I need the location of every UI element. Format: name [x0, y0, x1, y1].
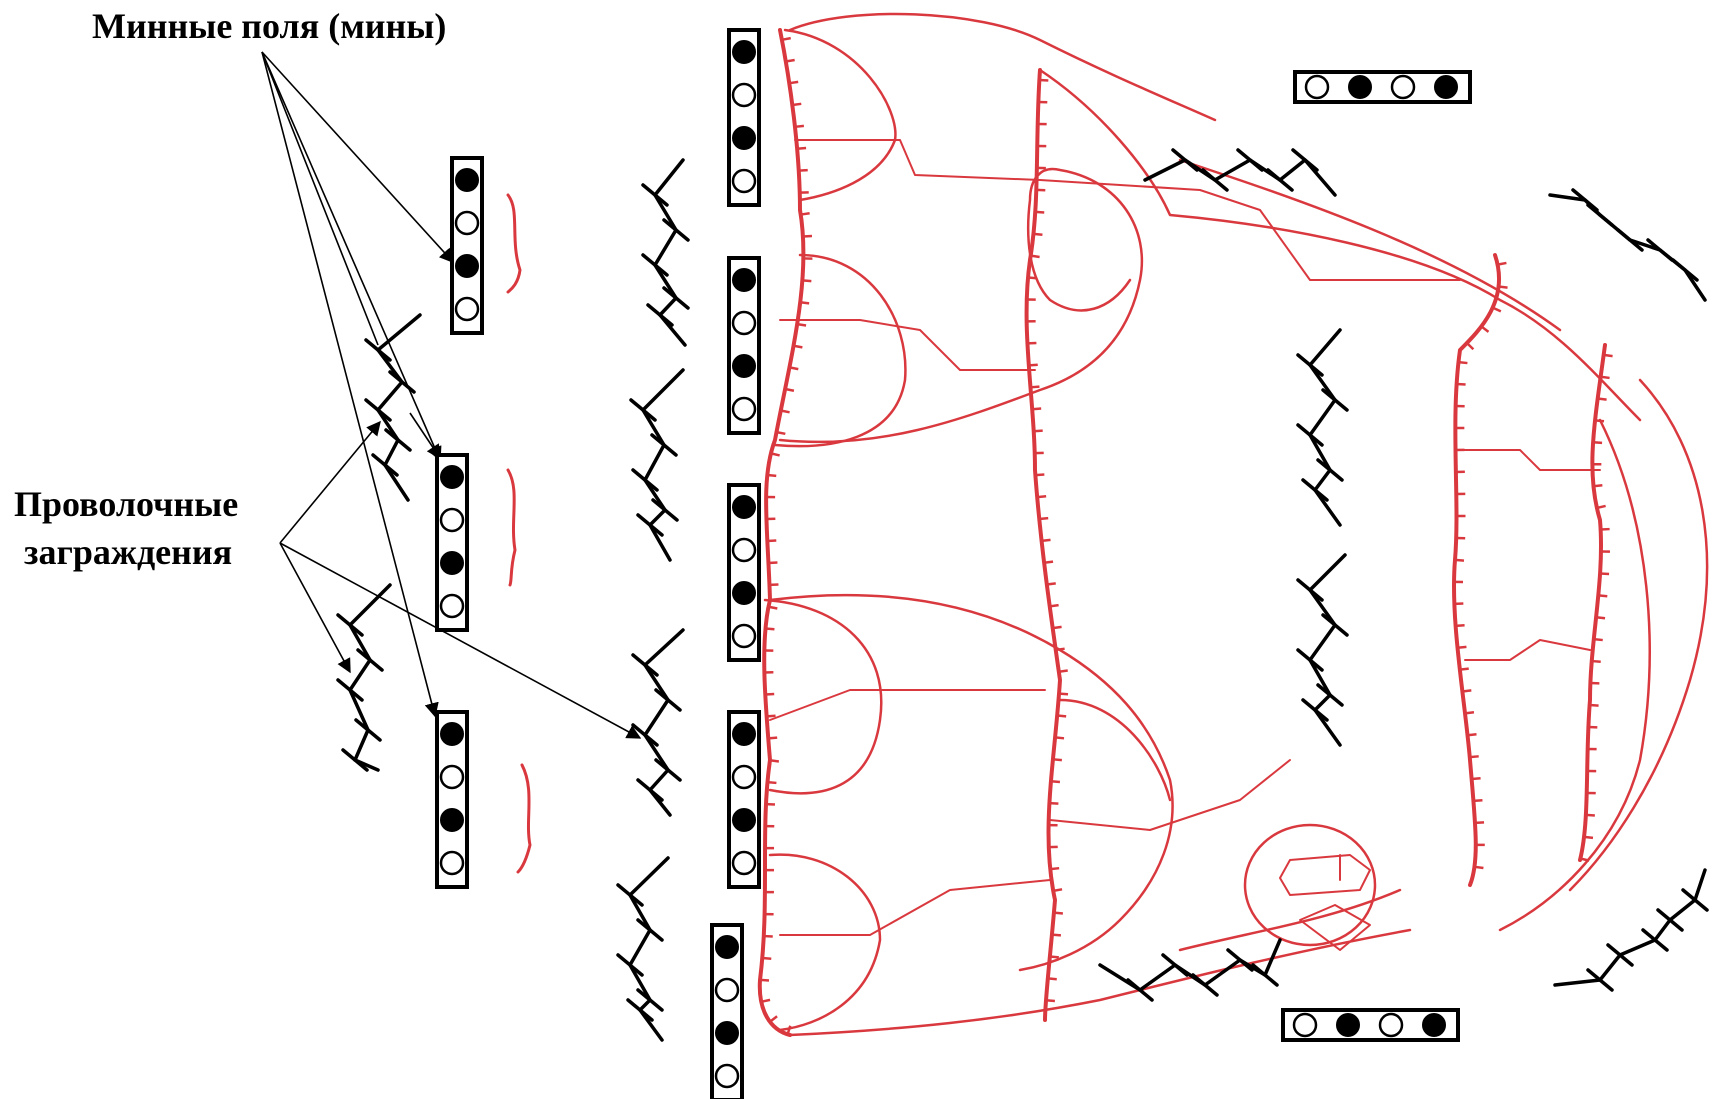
minefield-box [727, 710, 761, 889]
mine-empty-icon [714, 977, 740, 1003]
wire-pointer-arrows [279, 412, 642, 739]
wire-obstacle-icon [1548, 188, 1707, 302]
mine-empty-icon [731, 310, 757, 336]
mine-filled-icon [732, 495, 756, 519]
mine-empty-icon [439, 764, 465, 790]
minefield-box [1293, 70, 1472, 104]
mine-filled-icon [440, 808, 464, 832]
outer-outline [788, 12, 1217, 122]
mine-empty-icon [439, 507, 465, 533]
minefield-box [727, 483, 761, 662]
mine-filled-icon [455, 254, 479, 278]
minefields-label: Минные поля (мины) [92, 6, 446, 46]
mine-filled-icon [1422, 1013, 1446, 1037]
mine-filled-icon [440, 465, 464, 489]
rear-trench-line [1578, 343, 1607, 862]
mine-filled-icon [732, 581, 756, 605]
mine-filled-icon [715, 1021, 739, 1045]
second-trench-line [1024, 68, 1062, 1022]
wire-obstacle-icon [616, 856, 670, 1042]
mine-empty-icon [714, 1063, 740, 1089]
mine-empty-icon [1378, 1012, 1404, 1038]
mine-filled-icon [732, 40, 756, 64]
mine-empty-icon [731, 537, 757, 563]
mine-empty-icon [731, 623, 757, 649]
mine-filled-icon [732, 722, 756, 746]
mine-empty-icon [454, 296, 480, 322]
minefield-box [435, 453, 469, 632]
mine-empty-icon [1292, 1012, 1318, 1038]
wire-obstacle-icon [1553, 868, 1709, 992]
mine-filled-icon [440, 551, 464, 575]
wire-obstacle-icon [364, 313, 422, 502]
third-trench-line [1451, 253, 1502, 887]
mine-empty-icon [439, 850, 465, 876]
defense-positions [506, 12, 1709, 1037]
mine-empty-icon [731, 168, 757, 194]
mine-empty-icon [731, 396, 757, 422]
wire-obstacles-label-line1: Проволочные [14, 484, 238, 524]
minefield-box [710, 923, 744, 1099]
mine-empty-icon [731, 764, 757, 790]
minefields [435, 28, 1472, 1099]
mine-filled-icon [732, 354, 756, 378]
mine-filled-icon [732, 268, 756, 292]
minefield-box [1281, 1008, 1460, 1042]
minefield-box [435, 710, 469, 889]
wire-obstacle-icon [641, 158, 690, 347]
mine-filled-icon [1348, 75, 1372, 99]
trench-hatches [759, 36, 1613, 1035]
front-trench-line [757, 28, 806, 1037]
minefield-pointer-arrows [261, 51, 454, 718]
mine-filled-icon [732, 808, 756, 832]
mine-filled-icon [1336, 1013, 1360, 1037]
mine-empty-icon [1304, 74, 1330, 100]
wire-obstacle-icon [1296, 328, 1349, 527]
mine-filled-icon [1434, 75, 1458, 99]
minefield-box [727, 28, 761, 207]
wire-obstacles [336, 148, 1709, 1042]
mine-filled-icon [715, 935, 739, 959]
minefield-box [727, 256, 761, 435]
mine-empty-icon [1390, 74, 1416, 100]
mine-filled-icon [455, 168, 479, 192]
wire-obstacle-icon [629, 368, 685, 562]
mine-empty-icon [439, 593, 465, 619]
wire-obstacle-icon [1143, 148, 1337, 197]
mine-filled-icon [732, 126, 756, 150]
wire-obstacle-icon [631, 628, 685, 817]
minefield-box [450, 156, 484, 335]
wire-obstacles-label-line2: заграждения [24, 532, 232, 572]
wire-obstacle-icon [1098, 938, 1282, 1002]
wire-obstacle-icon [1296, 553, 1349, 747]
mine-empty-icon [731, 82, 757, 108]
mine-empty-icon [454, 210, 480, 236]
mine-empty-icon [731, 850, 757, 876]
mine-filled-icon [440, 722, 464, 746]
wire-obstacle-icon [336, 583, 392, 772]
